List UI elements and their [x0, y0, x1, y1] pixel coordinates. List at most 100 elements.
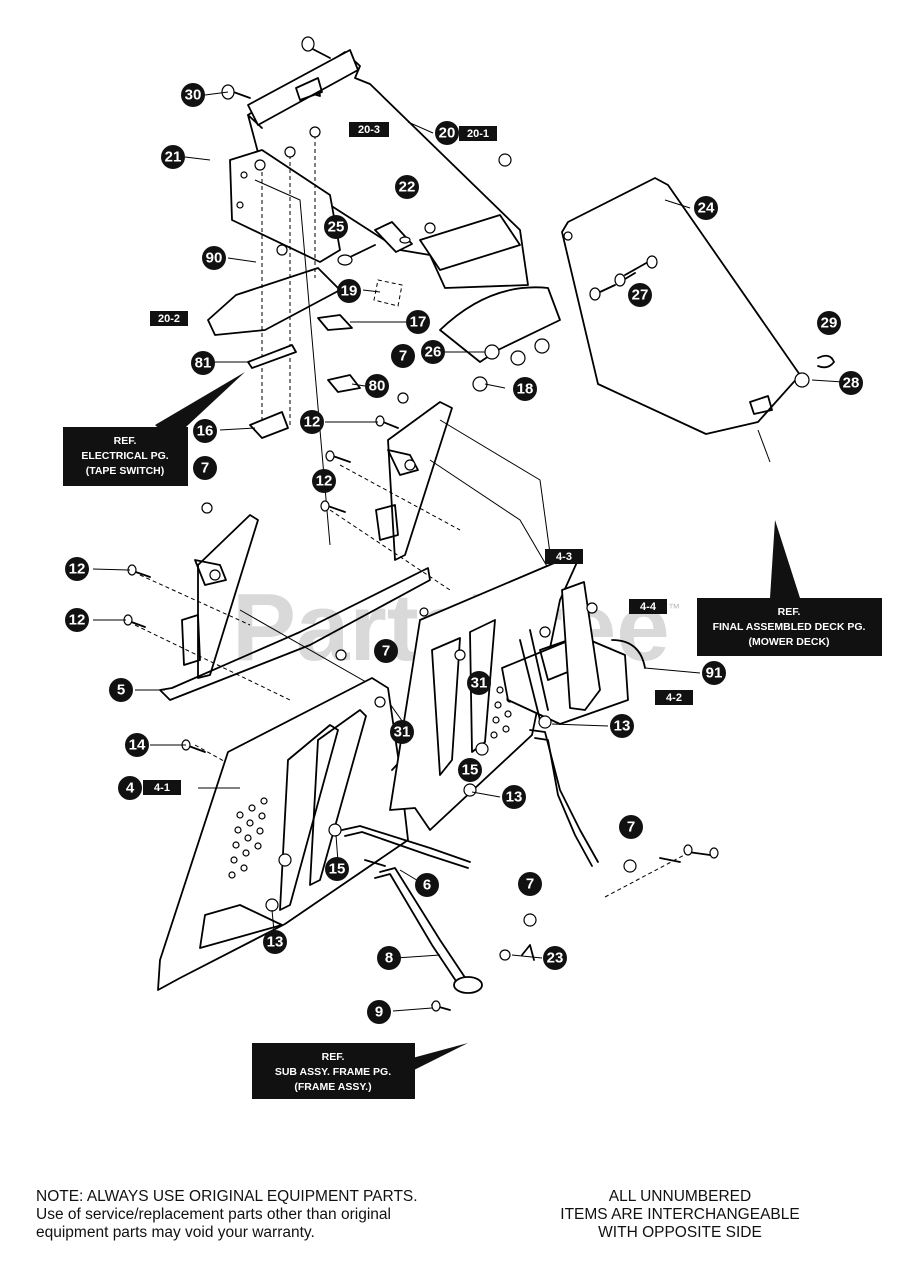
bracket-with-pin — [221, 36, 359, 126]
svg-text:4-4: 4-4 — [640, 601, 657, 613]
svg-text:27: 27 — [632, 287, 649, 304]
tag-20-3: 20-3 — [349, 122, 389, 137]
warranty-note: NOTE: ALWAYS USE ORIGINAL EQUIPMENT PART… — [36, 1188, 418, 1241]
svg-text:15: 15 — [462, 762, 479, 779]
svg-text:8: 8 — [385, 950, 393, 967]
callout-7-d: 7 — [619, 815, 643, 839]
frame-rod — [159, 567, 431, 701]
small-parts-cluster — [317, 221, 413, 393]
svg-text:15: 15 — [329, 861, 346, 878]
callout-17: 17 — [406, 310, 430, 334]
tag-4-2: 4-2 — [655, 690, 693, 705]
svg-text:19: 19 — [341, 283, 358, 300]
callout-12-c: 12 — [65, 557, 89, 581]
callout-28: 28 — [839, 371, 863, 395]
callout-13-a: 13 — [610, 714, 634, 738]
callout-19: 19 — [337, 279, 361, 303]
svg-text:(FRAME ASSY.): (FRAME ASSY.) — [294, 1081, 371, 1093]
svg-text:4-3: 4-3 — [556, 551, 572, 563]
svg-text:6: 6 — [423, 877, 431, 894]
pointer-electrical — [155, 372, 245, 440]
svg-text:20-1: 20-1 — [467, 128, 489, 140]
callout-8: 8 — [377, 946, 401, 970]
svg-text:12: 12 — [69, 612, 86, 629]
callout-7-b: 7 — [193, 456, 217, 480]
svg-text:14: 14 — [129, 737, 146, 754]
callout-12-b: 12 — [312, 469, 336, 493]
svg-text:30: 30 — [185, 87, 202, 104]
callout-6: 6 — [415, 873, 439, 897]
callout-27: 27 — [628, 283, 652, 307]
callout-91: 91 — [702, 661, 726, 685]
svg-text:20-3: 20-3 — [358, 124, 380, 136]
svg-text:FINAL ASSEMBLED DECK PG.: FINAL ASSEMBLED DECK PG. — [713, 621, 866, 633]
callout-80: 80 — [365, 374, 389, 398]
svg-text:23: 23 — [547, 950, 564, 967]
svg-text:21: 21 — [165, 149, 182, 166]
callout-12-a: 12 — [300, 410, 324, 434]
svg-text:7: 7 — [201, 460, 209, 477]
callout-90: 90 — [202, 246, 226, 270]
callout-25: 25 — [324, 215, 348, 239]
svg-text:90: 90 — [206, 250, 223, 267]
callout-13-c: 13 — [263, 930, 287, 954]
svg-text:12: 12 — [316, 473, 333, 490]
ref-box-frame: REF. SUB ASSY. FRAME PG. (FRAME ASSY.) — [252, 1043, 415, 1099]
callout-29: 29 — [817, 311, 841, 335]
callout-21: 21 — [161, 145, 185, 169]
svg-text:29: 29 — [821, 315, 838, 332]
deck-shield — [561, 177, 835, 463]
pointer-frame — [405, 1043, 468, 1072]
svg-text:ELECTRICAL PG.: ELECTRICAL PG. — [81, 450, 168, 462]
tag-20-2: 20-2 — [150, 311, 188, 326]
hinge-brackets — [181, 401, 453, 679]
svg-text:9: 9 — [375, 1004, 383, 1021]
svg-text:12: 12 — [304, 414, 321, 431]
callout-20: 20 — [435, 121, 459, 145]
svg-text:12: 12 — [69, 561, 86, 578]
callout-81: 81 — [191, 351, 215, 375]
svg-text:REF.: REF. — [114, 435, 137, 447]
svg-text:25: 25 — [328, 219, 345, 236]
tag-4-1: 4-1 — [143, 780, 181, 795]
callout-15-b: 15 — [325, 857, 349, 881]
callout-26: 26 — [421, 340, 445, 364]
callout-18: 18 — [513, 377, 537, 401]
ref-box-electrical: REF. ELECTRICAL PG. (TAPE SWITCH) — [63, 427, 188, 486]
svg-text:18: 18 — [517, 381, 534, 398]
ref-box-deck: REF. FINAL ASSEMBLED DECK PG. (MOWER DEC… — [697, 598, 882, 656]
svg-text:81: 81 — [195, 355, 212, 372]
tag-4-3: 4-3 — [545, 549, 583, 564]
callout-14: 14 — [125, 733, 149, 757]
svg-text:31: 31 — [471, 675, 488, 692]
svg-text:13: 13 — [506, 789, 523, 806]
svg-text:22: 22 — [399, 179, 416, 196]
svg-text:13: 13 — [614, 718, 631, 735]
hardware — [123, 126, 719, 1012]
svg-text:24: 24 — [698, 200, 715, 217]
callout-15-a: 15 — [458, 758, 482, 782]
callout-24: 24 — [694, 196, 718, 220]
callout-4: 4 — [118, 776, 142, 800]
svg-text:13: 13 — [267, 934, 284, 951]
callout-22: 22 — [395, 175, 419, 199]
roller-cover — [439, 286, 561, 392]
svg-text:28: 28 — [843, 375, 860, 392]
svg-text:31: 31 — [394, 724, 411, 741]
interchangeable-note: ALL UNNUMBERED ITEMS ARE INTERCHANGEABLE… — [560, 1188, 800, 1241]
callout-7-a: 7 — [391, 344, 415, 368]
tag-4-4: 4-4 — [629, 599, 667, 614]
svg-text:5: 5 — [117, 682, 125, 699]
svg-text:20-2: 20-2 — [158, 313, 180, 325]
svg-text:17: 17 — [410, 314, 427, 331]
svg-text:7: 7 — [627, 819, 635, 836]
callout-13-b: 13 — [502, 785, 526, 809]
watermark-tm: ™ — [668, 601, 680, 615]
svg-text:4: 4 — [126, 780, 135, 797]
tag-20-1: 20-1 — [459, 126, 497, 141]
hole-patterns — [228, 680, 516, 879]
callout-5: 5 — [109, 678, 133, 702]
svg-text:20: 20 — [439, 125, 456, 142]
pointer-deck — [770, 520, 800, 598]
svg-text:REF.: REF. — [778, 606, 801, 618]
